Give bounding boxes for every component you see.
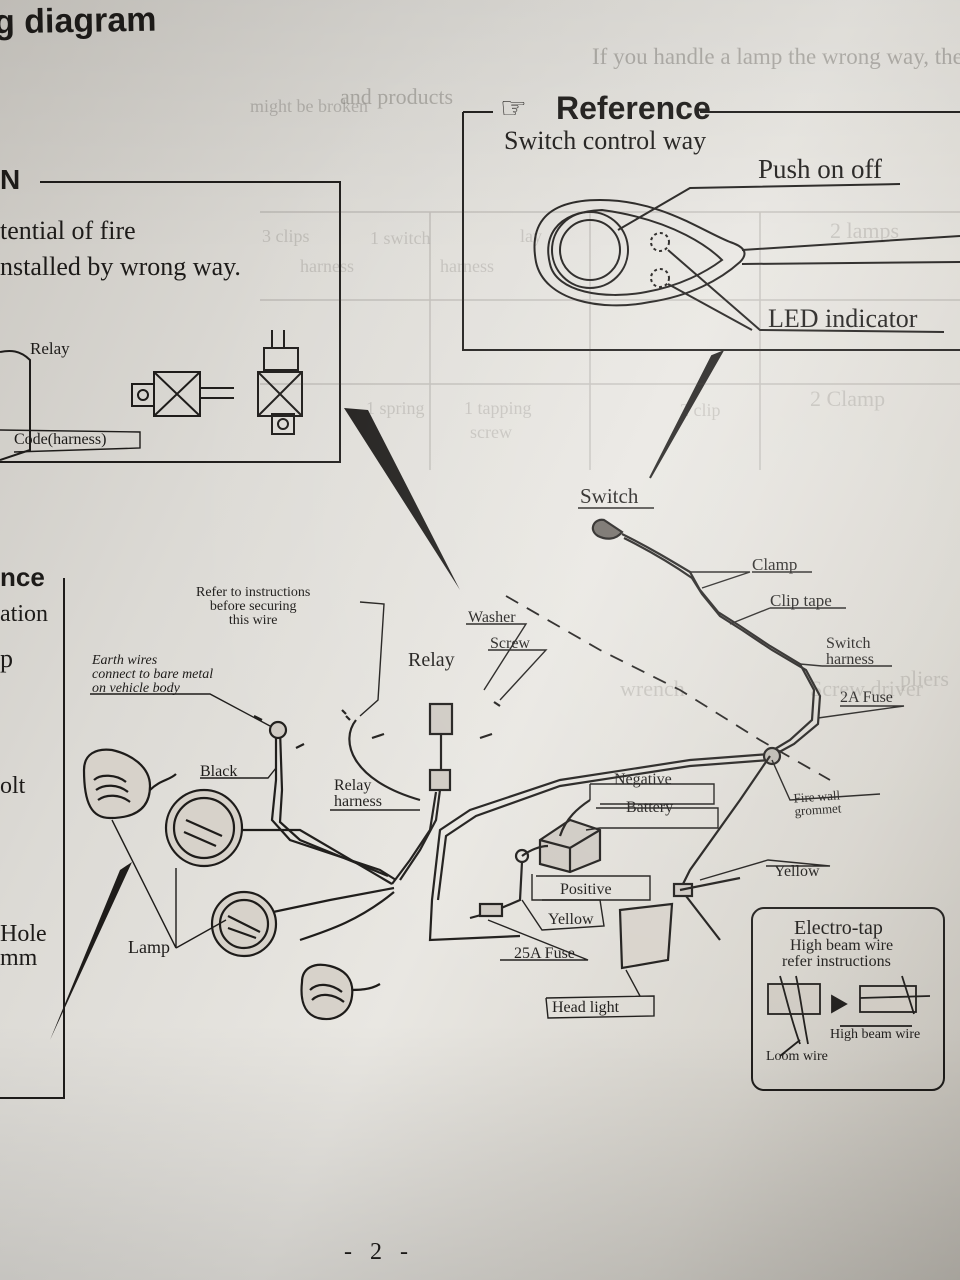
faded-warning-line-1: If you handle a lamp the wrong way, ther…: [592, 44, 960, 69]
caution-pointer: [344, 408, 460, 590]
electro-tap-drawing: [767, 975, 931, 1057]
left-section-line-3: olt: [0, 773, 26, 799]
label-25a-fuse: 25A Fuse: [514, 945, 575, 962]
label-refer-instructions: Refer to instructions before securing th…: [196, 585, 311, 628]
label-negative: Negative: [614, 771, 672, 788]
page-number: - 2 -: [344, 1239, 414, 1265]
label-positive: Positive: [560, 881, 612, 898]
page-title: g diagram: [0, 0, 157, 42]
lamp-drawings: [82, 748, 354, 1021]
left-section-line-1: ation: [0, 601, 48, 627]
label-switch: Switch: [580, 484, 639, 508]
crossed-relay-drawings: [0, 330, 303, 461]
caution-text-line-2: nstalled by wrong way.: [0, 252, 241, 281]
electro-tap-high-beam-label: High beam wire: [830, 1027, 921, 1042]
label-switch-harness: Switch harness: [826, 635, 874, 668]
label-battery: Battery: [626, 799, 674, 816]
label-clamp: Clamp: [752, 555, 798, 574]
label-2a-fuse: 2A Fuse: [840, 689, 893, 706]
left-section-heading: nce: [0, 562, 45, 592]
electro-tap-line-2: refer instructions: [782, 953, 891, 970]
label-screw: Screw: [490, 635, 530, 652]
faded-table-cell: Screw driver: [810, 676, 924, 701]
wire-harness: [149, 518, 822, 992]
electro-tap-title: Electro-tap: [794, 917, 883, 939]
callout-leaders: [0, 429, 905, 1019]
caution-heading: N: [0, 164, 21, 195]
faded-warning-line-3: might be broken: [250, 96, 368, 116]
caution-text-line-1: tential of fire: [0, 216, 136, 245]
caution-box-border: [0, 181, 341, 463]
label-lamp: Lamp: [128, 937, 170, 957]
faded-table-cell: harness: [440, 256, 494, 276]
label-yellow-2: Yellow: [774, 863, 820, 880]
label-earth-wires: Earth wires connect to bare metal on veh…: [92, 653, 214, 696]
faded-table-cell: 1 switch: [370, 228, 431, 248]
label-black: Black: [200, 763, 238, 780]
switch-detail-drawing: [533, 183, 960, 479]
left-section-border: [0, 578, 65, 1099]
led-indicator-label: LED indicator: [768, 304, 918, 333]
caution-code-label: Code(harness): [14, 431, 107, 448]
left-pointer: [50, 862, 132, 1040]
faded-table-cell: screw: [470, 422, 512, 442]
pointing-hand-icon: ☞: [500, 92, 527, 125]
label-washer: Washer: [468, 609, 516, 626]
faded-table-cell: 1 tapping: [464, 398, 532, 418]
reference-heading: Reference: [556, 90, 711, 126]
electro-tap-box: [751, 907, 945, 1091]
electro-tap-loom-wire-label: Loom wire: [766, 1049, 828, 1064]
label-yellow-1: Yellow: [548, 911, 594, 928]
left-section-line-5: mm: [0, 945, 38, 971]
label-relay-harness: Relay harness: [334, 777, 382, 810]
push-on-off-label: Push on off: [758, 154, 883, 184]
faded-table-cell: wrench: [620, 676, 685, 701]
faded-table-cell: 1 spring: [366, 398, 425, 418]
faded-table-row-2: 2 Clamp: [810, 386, 886, 411]
label-head-light: Head light: [552, 999, 620, 1016]
faded-table-row-1: 2 lamps: [830, 218, 900, 243]
electro-tap-line-1: High beam wire: [790, 937, 894, 954]
label-clip-tape: Clip tape: [770, 591, 832, 610]
reference-box-border: [462, 111, 960, 351]
faded-warning-line-2: and products: [340, 84, 454, 109]
left-section-line-4: Hole: [0, 921, 47, 947]
label-relay: Relay: [408, 649, 455, 671]
reference-subtitle: Switch control way: [504, 126, 707, 155]
faded-table-cell: 3 clips: [262, 226, 310, 246]
label-fire-wall-grommet: Fire wall grommet: [793, 787, 842, 819]
faded-table-cell: pliers: [900, 666, 949, 691]
left-section-line-2: p: [0, 644, 13, 673]
caution-relay-label: Relay: [30, 339, 70, 358]
